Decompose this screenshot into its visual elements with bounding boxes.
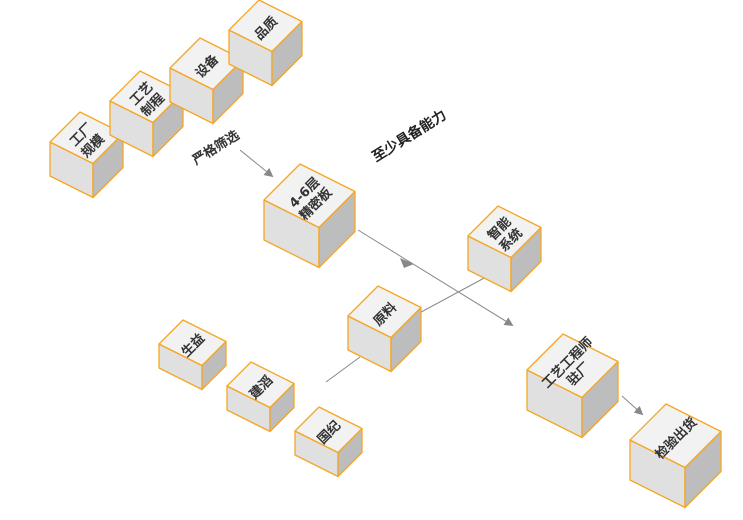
box-top-face [629, 403, 722, 469]
box-top-face [263, 163, 356, 229]
box-top-face [526, 333, 619, 399]
box-smart: 智能系统 [467, 205, 542, 293]
connector-material-to-jiantao [325, 356, 361, 383]
box-label-board: 4-6层精密板 [286, 173, 336, 223]
connector-engineer-to-ship [621, 395, 644, 416]
box-top-face [228, 0, 303, 53]
box-top-face [294, 406, 363, 454]
connector-board-to-engineer [357, 229, 514, 326]
capability-label: 至少具备能力 [369, 106, 449, 165]
box-top-face [347, 285, 422, 339]
box-top-face [158, 319, 227, 367]
box-top-face [226, 361, 295, 409]
box-factory: 工厂规模 [49, 111, 124, 199]
box-process: 工艺制程 [109, 70, 184, 158]
box-quality: 品质 [228, 0, 303, 87]
box-board: 4-6层精密板 [263, 163, 356, 269]
box-engineer: 工艺工程师驻厂 [526, 333, 619, 439]
box-ship: 检验出货 [629, 403, 722, 509]
box-equipment: 设备 [169, 37, 244, 125]
arrow-head-board [400, 258, 414, 268]
box-top-face [467, 205, 542, 259]
box-shengyi: 生益 [158, 319, 227, 391]
box-guoji: 国纪 [294, 406, 363, 478]
connector-screening-to-board [239, 149, 274, 178]
screening-label: 严格筛选 [189, 127, 242, 169]
connector-lines [239, 149, 644, 416]
box-material: 原料 [347, 285, 422, 373]
box-jiantao: 建滔 [226, 361, 295, 433]
